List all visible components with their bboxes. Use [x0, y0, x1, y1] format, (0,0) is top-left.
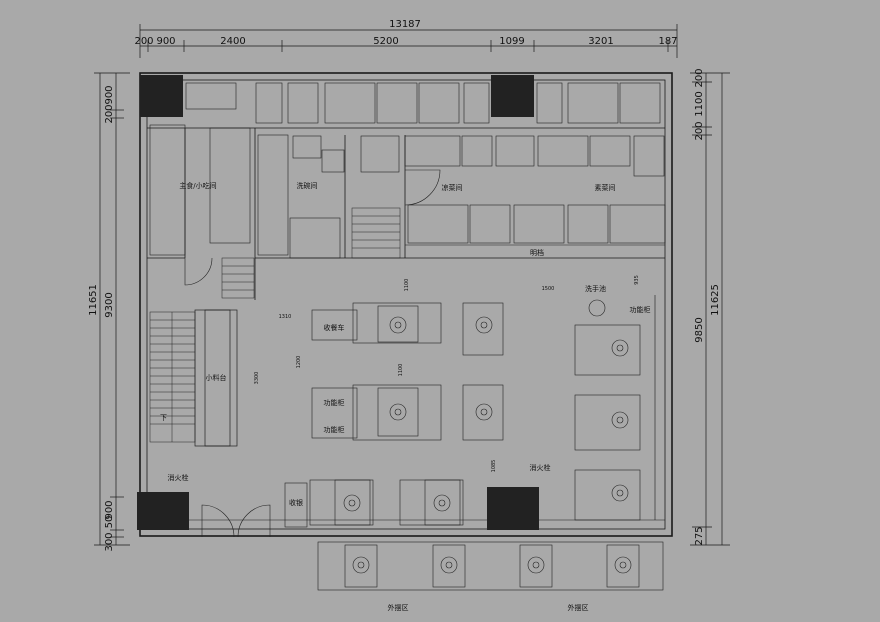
- dim-top-seg-6: 3201: [588, 36, 613, 47]
- dim-top-total: 13187: [389, 19, 421, 30]
- dining-tables: [184, 169, 664, 591]
- label-outdoor-1: 外摆区: [388, 603, 409, 612]
- label-function-cabinet-1: 功能柜: [324, 398, 345, 407]
- label-function-cabinet-2: 功能柜: [324, 425, 345, 434]
- hotpot-burner-icon: [343, 299, 632, 574]
- stair-icon: [149, 207, 401, 443]
- dim-inner-4: 1310: [279, 314, 292, 320]
- dim-top-seg-3: 2400: [220, 36, 245, 47]
- room-staple-kitchen: 主食/小吃间: [179, 181, 216, 190]
- dim-left-mid: 9300: [104, 292, 115, 317]
- dim-inner-5: 1200: [296, 356, 302, 369]
- label-stair-down: 下: [160, 414, 167, 422]
- dim-left-bottom-3: 300: [104, 532, 115, 551]
- dim-left-bottom-1: 50: [104, 516, 115, 529]
- column-blocks: [137, 75, 539, 530]
- dim-top-seg-7: 187: [658, 36, 677, 47]
- room-wash: 洗碗间: [297, 181, 318, 190]
- label-hydrant-1: 消火栓: [168, 473, 189, 482]
- dim-right-top-2: 1100: [694, 91, 705, 116]
- dim-inner-1: 1100: [404, 279, 410, 292]
- dim-right-bottom: 275: [694, 526, 705, 545]
- label-function-cabinet-3: 功能柜: [630, 305, 651, 314]
- dim-inner-6: 3300: [254, 372, 260, 385]
- label-hydrant-2: 消火栓: [530, 463, 551, 472]
- kitchen-equipment: [149, 124, 666, 259]
- room-cold: 凉菜间: [442, 183, 463, 192]
- dim-right-top-3: 200: [694, 121, 705, 140]
- dim-left-total: 11651: [88, 284, 99, 316]
- dim-left-bottom-2: 900: [104, 500, 115, 519]
- door-swing-icon: [201, 504, 235, 538]
- dim-top-seg-2: 900: [156, 36, 175, 47]
- dim-top-seg-5: 1099: [499, 36, 524, 47]
- dim-inner-3: 935: [634, 275, 640, 285]
- dim-top-seg-4: 5200: [373, 36, 398, 47]
- dim-right-top-1: 200: [694, 68, 705, 87]
- label-dish-cart: 收餐车: [324, 323, 345, 332]
- label-hand-sink: 洗手池: [585, 284, 606, 293]
- top-cabinets: [185, 82, 661, 124]
- dim-left-top-1: 900: [104, 85, 115, 104]
- dim-inner-7: 1100: [398, 364, 404, 377]
- label-cashier: 收银: [289, 498, 303, 507]
- dim-inner-2: 1500: [542, 286, 555, 292]
- room-veg: 素菜间: [595, 183, 616, 192]
- label-outdoor-2: 外摆区: [568, 603, 589, 612]
- dim-left-top-2: 200: [104, 104, 115, 123]
- dim-right-total: 11625: [710, 284, 721, 316]
- dim-inner-8: 1085: [491, 460, 497, 473]
- dim-right-mid: 9850: [694, 317, 705, 342]
- dim-top-seg-1: 200: [134, 36, 153, 47]
- label-side-table: 小料台: [206, 373, 227, 382]
- room-bright-stall: 明档: [530, 248, 544, 257]
